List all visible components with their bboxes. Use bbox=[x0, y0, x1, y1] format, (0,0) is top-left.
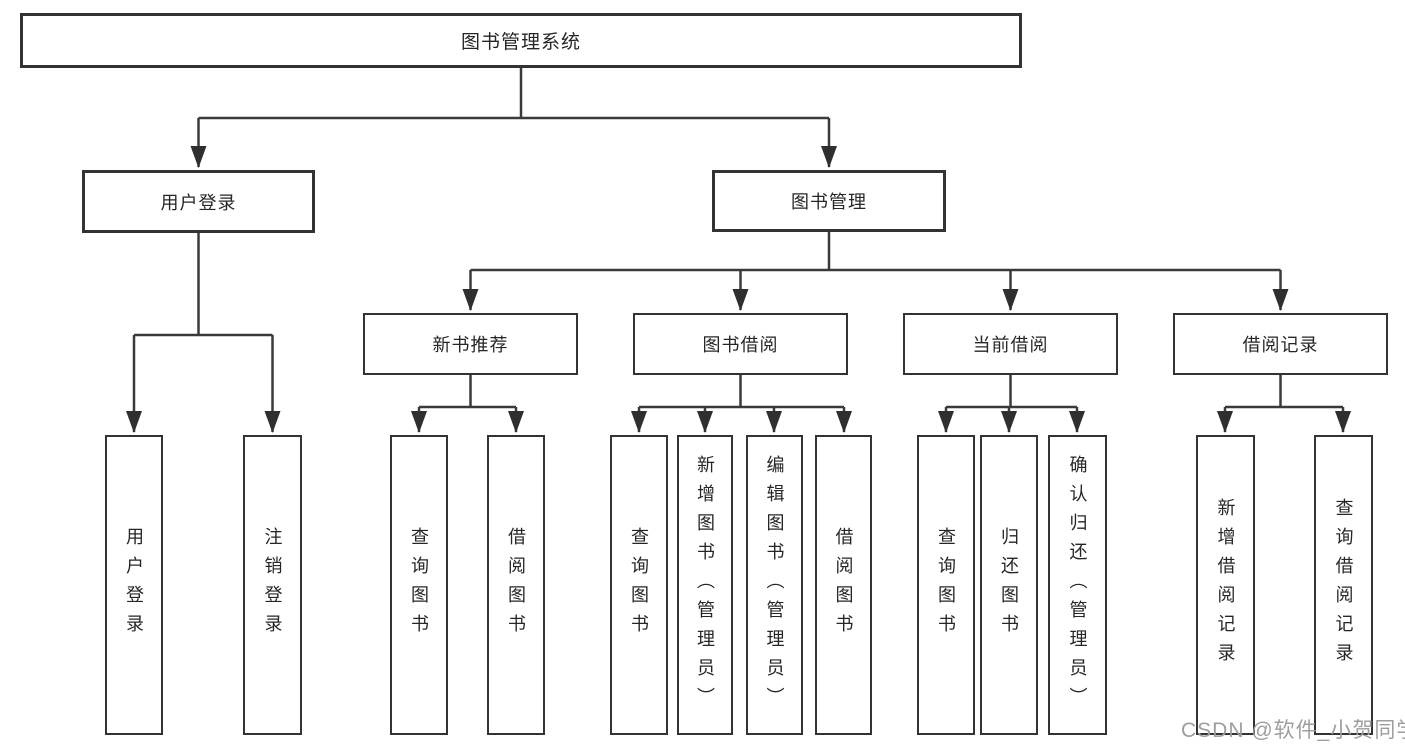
node-book-borrowing: 图书借阅 bbox=[633, 313, 848, 375]
node-user-login: 用户登录 bbox=[82, 170, 315, 233]
leaf-confirm-return-admin: 确认归还（管理员） bbox=[1048, 435, 1107, 735]
node-current-borrowing: 当前借阅 bbox=[903, 313, 1118, 375]
node-book-management: 图书管理 bbox=[712, 170, 946, 232]
leaf-borrow-books-recommend: 借阅图书 bbox=[487, 435, 545, 735]
leaf-query-borrow-record: 查询借阅记录 bbox=[1314, 435, 1373, 735]
leaf-query-books-borrowing: 查询图书 bbox=[610, 435, 668, 735]
leaf-add-borrow-record: 新增借阅记录 bbox=[1196, 435, 1255, 735]
csdn-watermark: CSDN @软件_小贺同学 bbox=[1181, 719, 1405, 742]
leaf-query-books-recommend: 查询图书 bbox=[390, 435, 448, 735]
leaf-query-books-current: 查询图书 bbox=[917, 435, 975, 735]
node-new-book-recommendation: 新书推荐 bbox=[363, 313, 578, 375]
leaf-logout: 注销登录 bbox=[243, 435, 302, 735]
leaf-return-book: 归还图书 bbox=[980, 435, 1038, 735]
leaf-edit-book-admin: 编辑图书（管理员） bbox=[746, 435, 803, 735]
node-borrowing-records: 借阅记录 bbox=[1173, 313, 1388, 375]
leaf-borrow-books-borrowing: 借阅图书 bbox=[815, 435, 872, 735]
leaf-add-book-admin: 新增图书（管理员） bbox=[677, 435, 733, 735]
leaf-user-login: 用户登录 bbox=[105, 435, 163, 735]
node-library-management-system: 图书管理系统 bbox=[20, 13, 1022, 68]
